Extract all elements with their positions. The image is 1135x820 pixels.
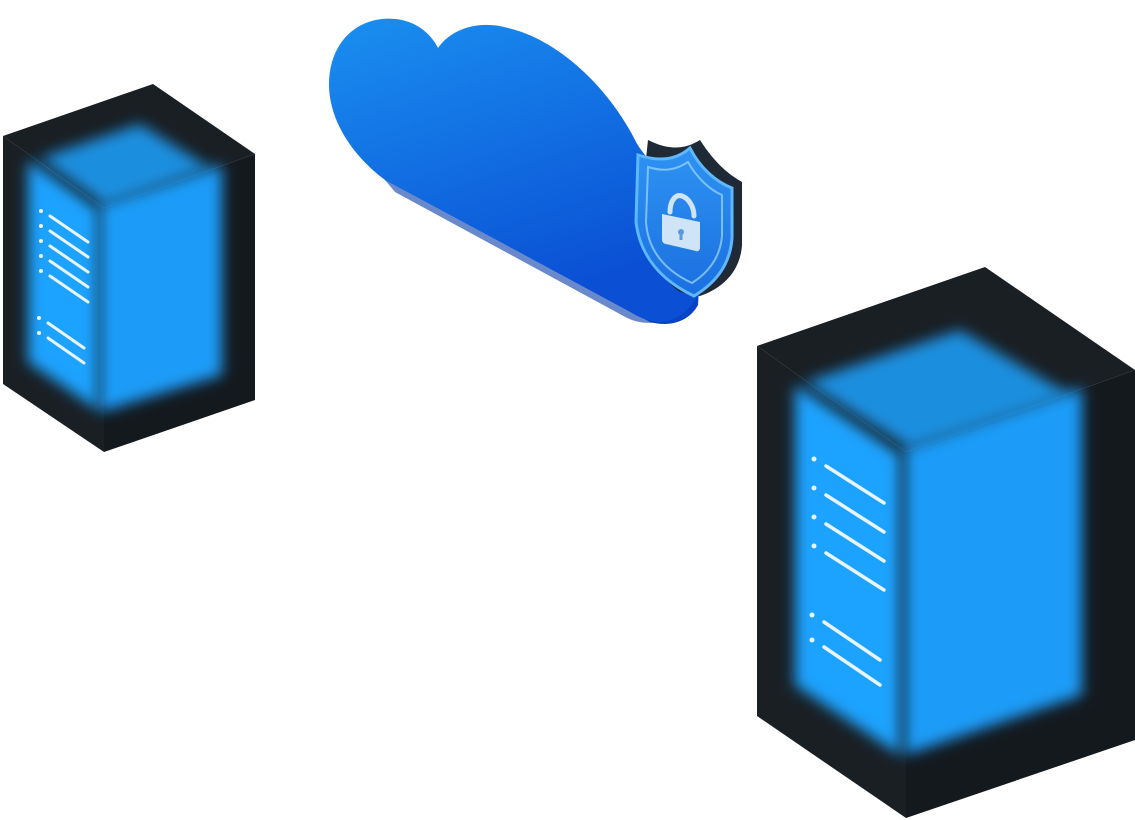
shield-lock-icon [634,140,742,298]
server-right-led-lines [809,456,886,687]
cloud-icon [328,18,706,325]
server-left-icon [3,84,255,452]
lock-icon [662,193,700,252]
server-right-icon [757,267,1135,818]
server-left-led-lines [37,209,90,365]
